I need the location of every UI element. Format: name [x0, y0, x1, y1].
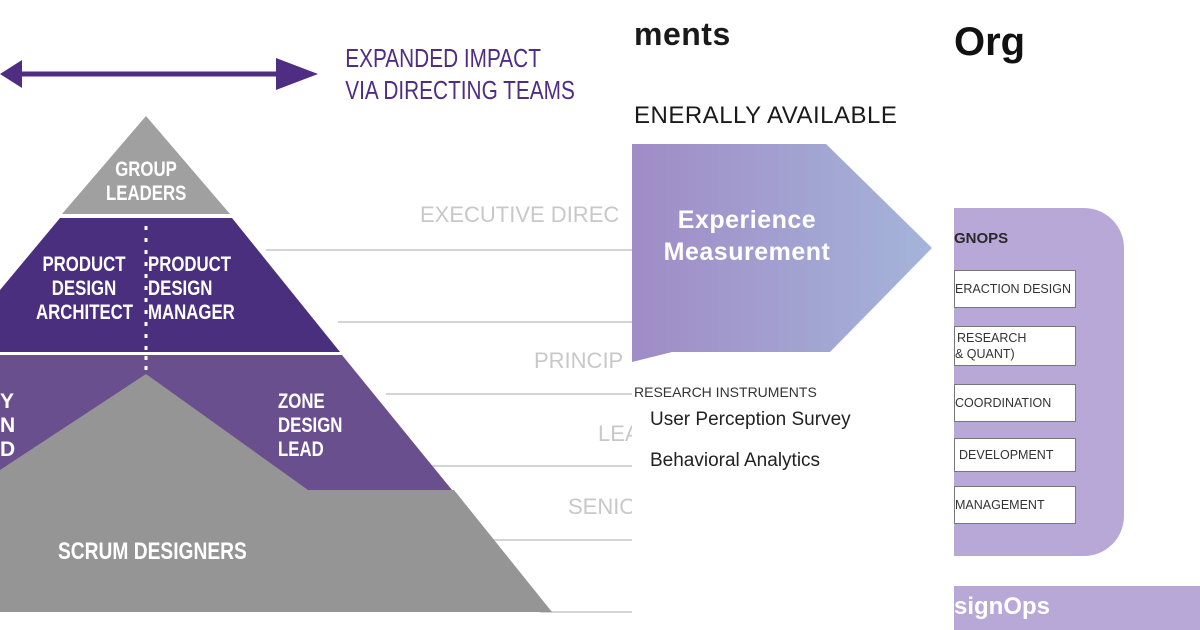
- impact-arrow-right-head: [276, 58, 318, 90]
- impact-line-2: VIA DIRECTING TEAMS: [345, 75, 575, 105]
- career-ladder-graphic: [0, 58, 632, 613]
- org-title: Org: [954, 20, 1026, 64]
- instruments-heading: RESEARCH INSTRUMENTS: [634, 384, 817, 400]
- impact-title: EXPANDED IMPACT VIA DIRECTING TEAMS: [345, 42, 575, 106]
- middle-subtitle: ENERALLY AVAILABLE: [634, 102, 898, 129]
- level-principal: PRINCIP: [534, 348, 624, 373]
- designops-card: GNOPS ERACTION DESIGN RESEARCH & QUANT) …: [954, 208, 1124, 556]
- experience-measurement-label: Experience Measurement: [642, 204, 852, 268]
- org-panel: Org GNOPS ERACTION DESIGN RESEARCH & QUA…: [954, 0, 1200, 630]
- level-lead: LEA: [598, 421, 632, 446]
- arrow-label-line-1: Experience: [677, 206, 817, 234]
- pyramid-tier-product-design: [0, 218, 340, 352]
- designops-heading: GNOPS: [954, 230, 1009, 247]
- experience-arrow-graphic: [632, 144, 932, 362]
- designops-footer-text: signOps: [954, 593, 1051, 620]
- career-ladder-panel: EXPANDED IMPACT VIA DIRECTING TEAMS EXEC…: [0, 42, 632, 613]
- impact-line-1: EXPANDED IMPACT: [345, 43, 541, 73]
- ops-item-interaction-design: ERACTION DESIGN: [954, 270, 1076, 308]
- arrow-label-line-2: Measurement: [663, 238, 831, 266]
- measurement-panel: ments ENERALLY AVAILABLE Experience Meas…: [632, 0, 954, 630]
- pyramid-tier-group-leaders: [62, 116, 230, 214]
- experience-arrow: [632, 144, 932, 352]
- label-scrum-designers: SCRUM DESIGNERS: [58, 538, 247, 565]
- instrument-item: User Perception Survey: [650, 409, 851, 430]
- middle-title: ments: [634, 16, 731, 52]
- pyramid-tier-scrum: [0, 374, 552, 612]
- level-executive: EXECUTIVE DIREC: [420, 202, 620, 227]
- ops-item-research: RESEARCH & QUANT): [954, 326, 1076, 366]
- ops-item-coordination: COORDINATION: [954, 384, 1076, 422]
- arrow-tail: [632, 352, 672, 362]
- ops-item-management: MANAGEMENT: [954, 486, 1076, 524]
- level-senior: SENIO: [568, 494, 632, 519]
- designops-footer-bar: signOps: [954, 586, 1200, 630]
- ops-item-development: DEVELOPMENT: [954, 438, 1076, 472]
- impact-arrow-left-head: [0, 60, 22, 88]
- instrument-item: Behavioral Analytics: [650, 450, 821, 471]
